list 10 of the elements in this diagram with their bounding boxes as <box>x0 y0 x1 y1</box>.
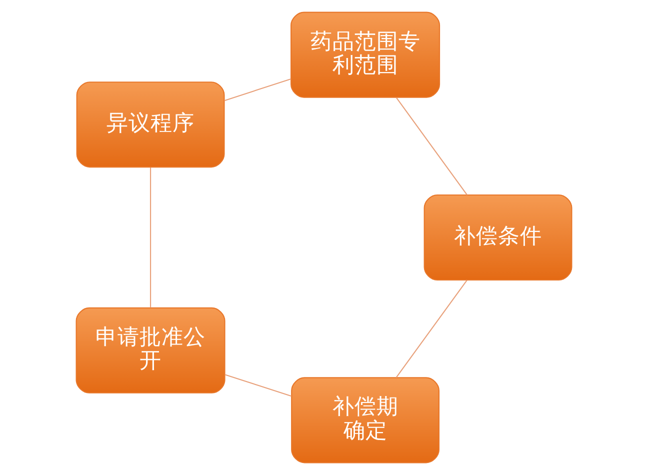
node-box: 药品范围专利范围 <box>290 12 440 98</box>
node-box: 补偿条件 <box>424 194 572 281</box>
node-box: 申请批准公开 <box>76 307 226 394</box>
connector <box>224 78 292 102</box>
connector <box>396 97 468 196</box>
connector <box>224 374 292 397</box>
node-box: 补偿期 确定 <box>291 377 440 464</box>
connector <box>150 167 152 308</box>
connector <box>396 280 468 378</box>
node-box: 异议程序 <box>76 82 225 168</box>
